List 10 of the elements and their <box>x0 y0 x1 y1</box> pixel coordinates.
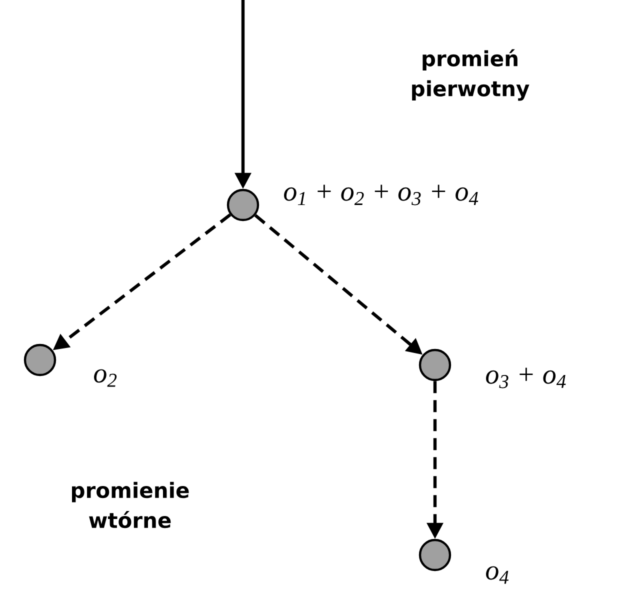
circle-node <box>226 188 260 222</box>
formula-label: o$_{1}$ + o$_{2}$ + o$_{3}$ + o$_{4}$ <box>284 184 478 206</box>
text-label: promień pierwotny <box>412 49 530 101</box>
circle-node <box>418 348 452 382</box>
formula-label: o$_{4}$ <box>486 566 509 584</box>
circle-node <box>418 538 452 572</box>
text-label: promienie wtórne <box>72 482 189 528</box>
circle-node <box>24 344 56 376</box>
formula-label: o$_{2}$ <box>94 369 117 387</box>
formula-label: o$_{3}$ + o$_{4}$ <box>486 368 566 388</box>
